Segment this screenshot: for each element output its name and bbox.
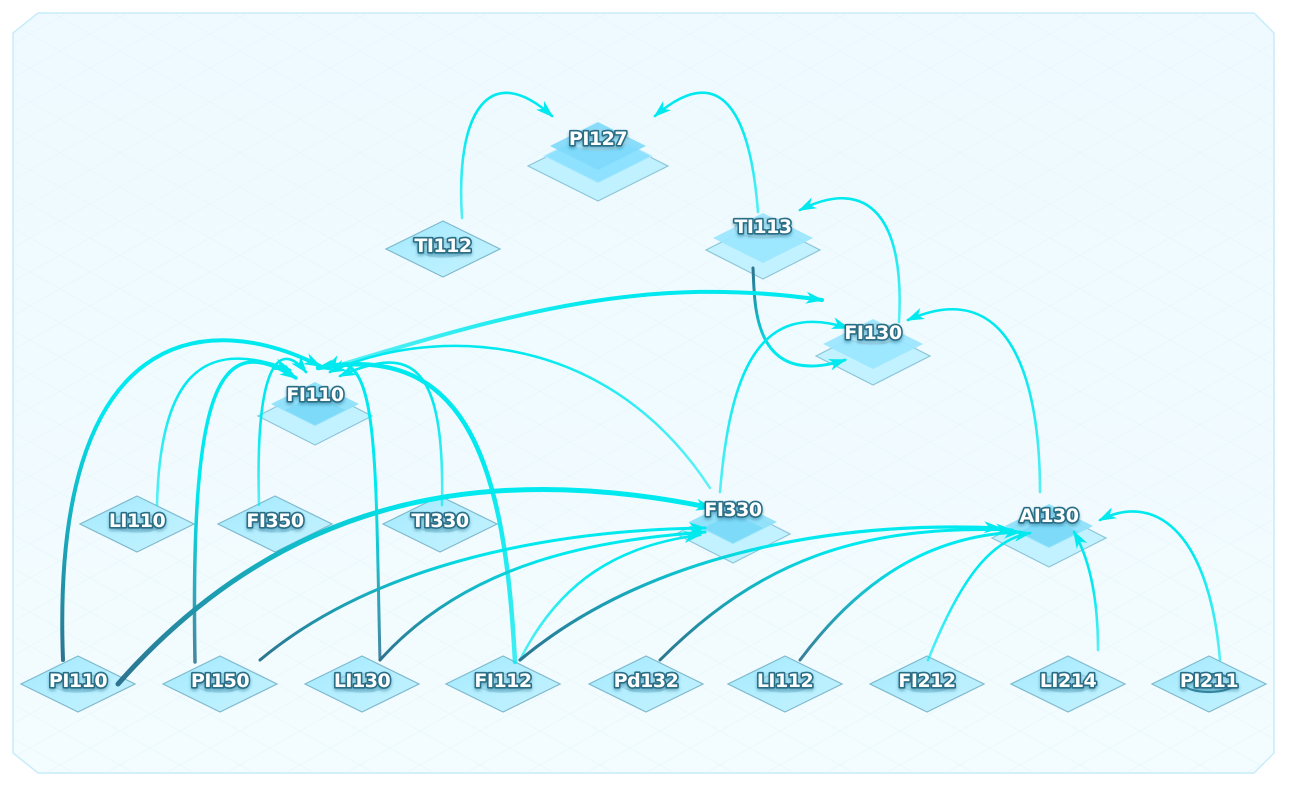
node-fi110[interactable]: [256, 382, 374, 446]
edge-pi211-to-ai130[interactable]: [1098, 507, 1222, 662]
node-label-fi212: FI212: [898, 670, 955, 692]
node-ti113[interactable]: [704, 213, 822, 280]
arrowhead-icon: [830, 317, 850, 329]
node-label-fi112: FI112: [474, 670, 531, 692]
node-label-fi350: FI350: [246, 510, 303, 532]
node-pi110[interactable]: [19, 655, 137, 713]
double-plate-icon: [814, 319, 932, 386]
node-ai130[interactable]: [990, 504, 1108, 568]
node-pd132[interactable]: [587, 655, 705, 713]
ring-plate-icon: [587, 655, 705, 713]
node-pi150[interactable]: [161, 655, 279, 713]
edge-ti113-to-pi127[interactable]: [653, 91, 760, 214]
ring-plate-icon: [303, 655, 421, 713]
diamond-plate-icon: [990, 504, 1108, 568]
node-fi130[interactable]: [814, 319, 932, 386]
edge-fi110-to-fi130[interactable]: [328, 289, 824, 370]
node-label-fi130: FI130: [844, 322, 901, 344]
arrowhead-icon: [1013, 529, 1032, 542]
arrowhead-icon: [303, 353, 322, 367]
edge-fi130-to-ti113[interactable]: [798, 197, 901, 324]
edge-li112-to-ai130[interactable]: [798, 526, 1022, 662]
node-label-ai130: AI130: [1020, 505, 1079, 527]
arrowhead-icon: [827, 359, 847, 371]
ring-plate-icon: [78, 495, 196, 553]
edge-fi330-to-fi110[interactable]: [328, 344, 712, 490]
arrowhead-icon: [536, 100, 554, 118]
edge-ti112-to-pi127[interactable]: [459, 91, 554, 220]
node-ti112[interactable]: [384, 220, 502, 278]
node-li110[interactable]: [78, 495, 196, 553]
node-label-pi110: PI110: [49, 670, 107, 692]
node-fi212[interactable]: [868, 655, 986, 713]
arrowhead-icon: [328, 359, 348, 373]
edge-fi350-to-fi110[interactable]: [257, 355, 308, 507]
edge-fi112-to-fi330[interactable]: [518, 531, 702, 662]
node-label-fi110: FI110: [286, 384, 343, 406]
node-li130[interactable]: [303, 655, 421, 713]
node-label-li112: LI112: [757, 670, 813, 692]
arrowhead-icon: [279, 364, 298, 380]
node-label-ti113: TI113: [734, 216, 791, 238]
edges: [60, 91, 1222, 687]
node-tiles: [19, 122, 1268, 713]
edge-li214-to-ai130[interactable]: [1072, 530, 1100, 652]
ring-plate-icon: [161, 655, 279, 713]
node-label-li214: LI214: [1040, 670, 1097, 692]
node-label-pi127: PI127: [569, 128, 627, 150]
edge-fi330-to-fi130[interactable]: [718, 317, 850, 494]
node-label-pd132: Pd132: [614, 670, 679, 692]
ring-plate-icon: [444, 655, 562, 713]
node-pi211[interactable]: [1150, 655, 1268, 713]
ring-plate-icon: [726, 655, 844, 713]
arrowhead-icon: [338, 364, 358, 377]
node-ti330[interactable]: [381, 495, 499, 553]
arrowhead-icon: [1073, 530, 1088, 549]
arrowhead-icon: [805, 291, 824, 304]
double-plate-icon: [704, 213, 822, 280]
node-li214[interactable]: [1009, 655, 1127, 713]
arrowhead-icon: [291, 355, 308, 374]
edge-pi150-to-fi110[interactable]: [192, 360, 298, 664]
node-label-pi211: PI211: [1180, 670, 1238, 692]
ring-plate-icon: [381, 495, 499, 553]
arrowhead-icon: [316, 359, 335, 372]
ring-plate-icon: [1009, 655, 1127, 713]
arrowhead-icon: [1098, 507, 1117, 521]
arrowhead-icon: [695, 498, 714, 511]
edge-pi110-to-fi330[interactable]: [115, 486, 715, 687]
edge-pi110-to-fi110[interactable]: [60, 338, 322, 662]
arrowhead-icon: [1003, 526, 1022, 539]
panel-grid: [13, 13, 1274, 773]
node-label-pi150: PI150: [191, 670, 249, 692]
edge-ai130-to-fi130[interactable]: [906, 308, 1042, 494]
node-label-fi330: FI330: [704, 499, 761, 521]
diamond-plate-icon: [256, 382, 374, 446]
node-fi112[interactable]: [444, 655, 562, 713]
node-label-ti330: TI330: [411, 510, 468, 532]
node-label-li130: LI130: [334, 670, 391, 692]
node-li112[interactable]: [726, 655, 844, 713]
arrowhead-icon: [798, 197, 817, 211]
arrowhead-icon: [906, 308, 926, 321]
ring-plate-icon: [1150, 655, 1268, 713]
node-label-ti112: TI112: [414, 235, 471, 257]
ring-plate-icon: [384, 220, 502, 278]
edge-fi212-to-ai130[interactable]: [926, 529, 1032, 662]
ring-plate-icon: [19, 655, 137, 713]
node-pi127[interactable]: [526, 122, 670, 202]
edge-ti113-to-fi130[interactable]: [751, 266, 847, 371]
stacked-layers-icon: [526, 122, 670, 202]
arrowhead-icon: [653, 101, 672, 118]
node-label-li110: LI110: [109, 510, 166, 532]
ring-plate-icon: [868, 655, 986, 713]
arrowhead-icon: [683, 531, 702, 543]
edge-fi112-to-fi110[interactable]: [315, 359, 518, 665]
